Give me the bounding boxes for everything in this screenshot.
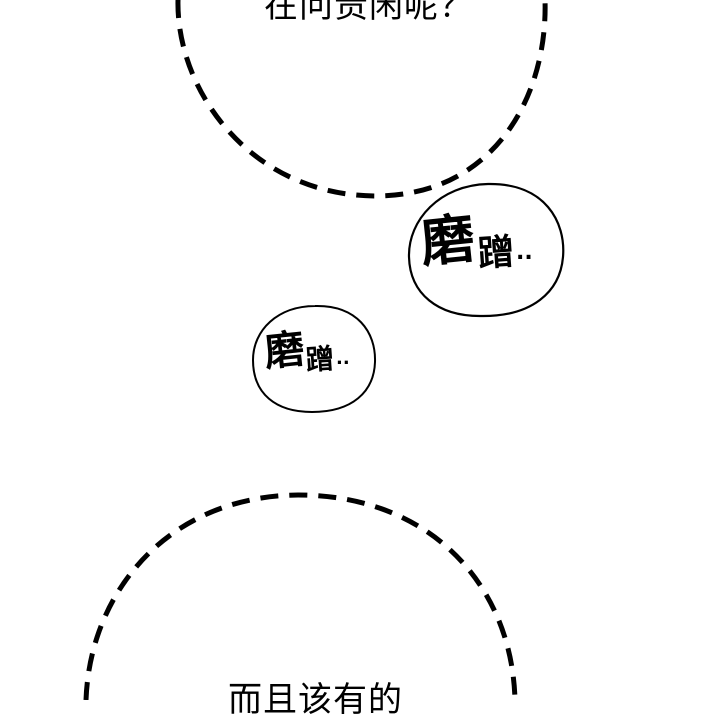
- sfx-small-char1: 磨: [262, 326, 307, 376]
- sfx-small-dots: ..: [336, 348, 350, 369]
- sfx-large-char2: 蹭: [476, 231, 516, 276]
- sfx-bubble-large: [407, 182, 565, 318]
- bottom-dashed-bubble: [83, 492, 518, 700]
- sfx-large-char1: 磨: [417, 206, 478, 275]
- sfx-large-text: 磨蹭..: [417, 196, 533, 276]
- sfx-small-char2: 蹭: [304, 342, 336, 377]
- panel-artwork: [83, 0, 565, 700]
- top-caption-text: 在问责闲呢？: [264, 0, 474, 26]
- top-dashed-bubble: [175, 0, 548, 199]
- sfx-large-dots: ..: [516, 240, 533, 265]
- sfx-bubble-small: [251, 304, 377, 414]
- sfx-small-text: 磨蹭..: [262, 318, 350, 377]
- comic-panel: 在问责闲呢？ 而且该有的 磨蹭.. 磨蹭..: [83, 0, 565, 720]
- bottom-caption-text: 而且该有的: [228, 680, 403, 720]
